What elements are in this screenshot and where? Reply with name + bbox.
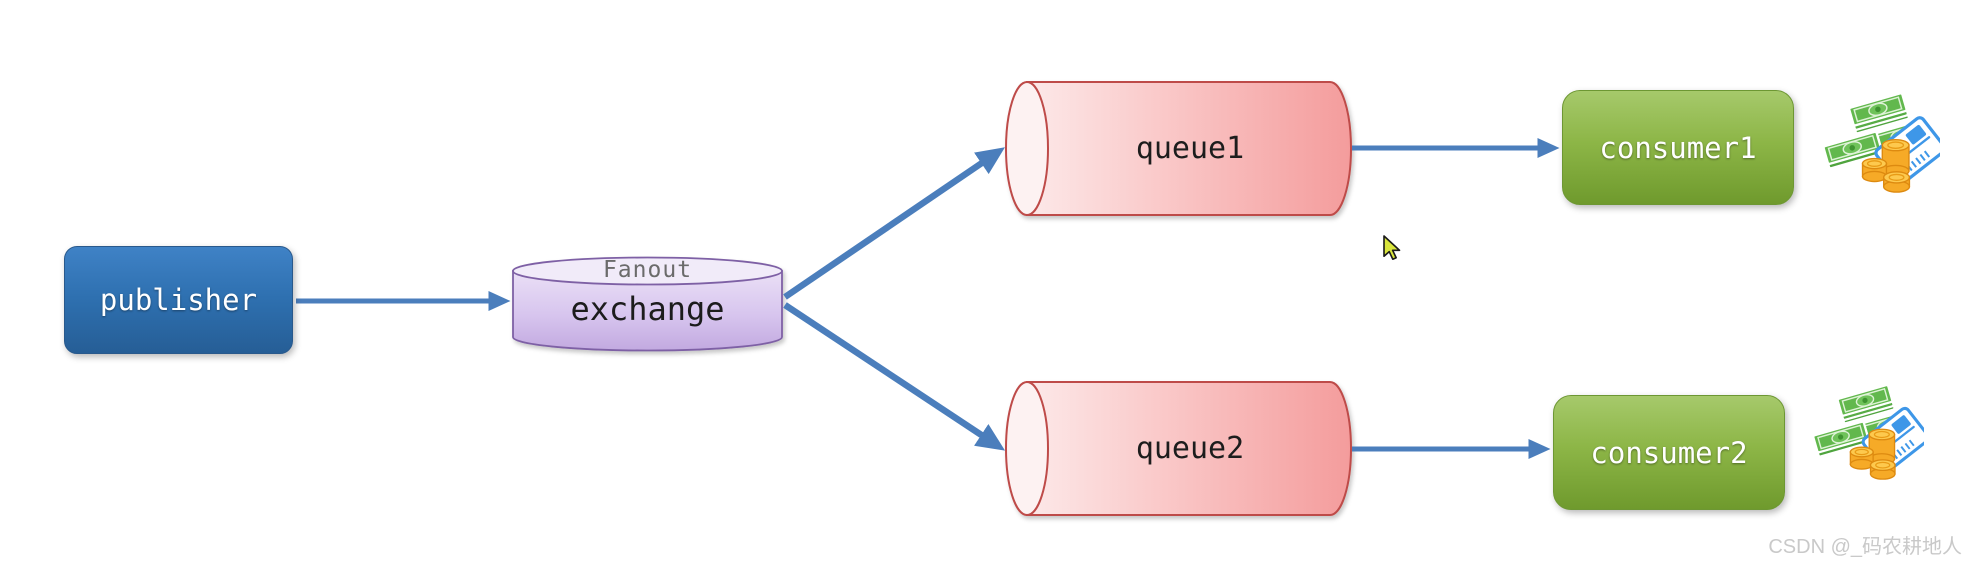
exchange-label: exchange xyxy=(570,289,725,328)
watermark: CSDN @_码农耕地人 xyxy=(1768,536,1962,558)
publisher-label: publisher xyxy=(99,283,258,317)
queue2-label: queue2 xyxy=(1135,431,1245,466)
queue1-cylinder xyxy=(1005,81,1353,216)
consumer2-node: consumer2 xyxy=(1553,395,1785,510)
exchange-cylinder xyxy=(512,256,783,352)
consumer1-label: consumer1 xyxy=(1599,130,1757,165)
queue1-label: queue1 xyxy=(1135,131,1245,166)
arrow-exchange-to-queue2 xyxy=(783,302,1006,451)
mouse-cursor-icon xyxy=(1383,235,1401,261)
money-icon-2 xyxy=(1811,383,1924,480)
publisher-node: publisher xyxy=(64,246,293,354)
money-icon-1 xyxy=(1821,91,1940,193)
consumer1-node: consumer1 xyxy=(1562,90,1794,205)
consumer2-label: consumer2 xyxy=(1590,435,1748,470)
queue2-cylinder xyxy=(1005,381,1353,516)
arrow-exchange-to-queue1 xyxy=(783,147,1005,300)
exchange-type-label: Fanout xyxy=(602,257,693,283)
